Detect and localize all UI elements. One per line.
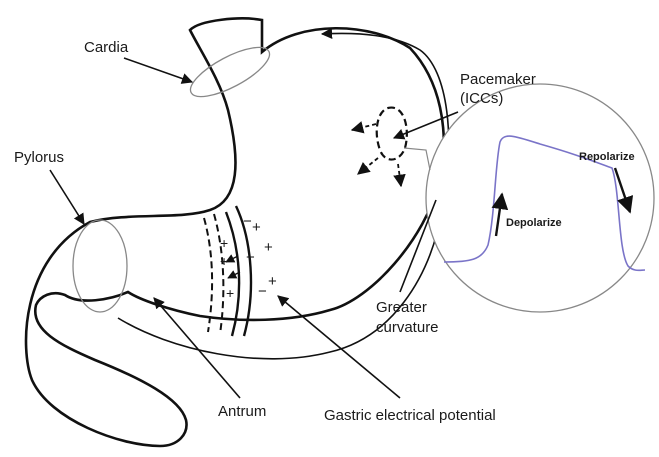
label-pylorus: Pylorus — [14, 149, 64, 166]
pacemaker-spread-arrow-left — [352, 124, 376, 130]
label-greater-curvature-2: curvature — [376, 319, 439, 336]
charge-plus-6: + — [226, 285, 234, 301]
charge-plus-3: + — [268, 273, 277, 290]
charge-minus-3: − — [258, 283, 267, 300]
pylorus-leader-arrow — [50, 170, 84, 224]
charge-plus-1: + — [252, 219, 261, 236]
potential-band-dashed-2 — [204, 218, 212, 332]
charge-plus-5: + — [220, 253, 228, 269]
antrum-leader-arrow — [154, 298, 240, 398]
cardia-leader-arrow — [124, 58, 192, 82]
label-pacemaker-1: Pacemaker — [460, 71, 536, 88]
charge-plus-2: + — [264, 239, 273, 256]
zoom-circle — [426, 84, 654, 312]
pacemaker-spread-arrow-downleft — [358, 158, 378, 174]
label-depolarize: Depolarize — [506, 217, 562, 229]
greater-curvature-leader — [400, 200, 436, 292]
potential-band-dashed-1 — [214, 214, 223, 334]
charge-minus-2: − — [246, 249, 255, 266]
label-pacemaker-2: (ICCs) — [460, 90, 503, 107]
label-cardia: Cardia — [84, 39, 129, 56]
zoom-connector — [404, 148, 430, 170]
label-gastric-potential: Gastric electrical potential — [324, 407, 496, 424]
pacemaker-spread-arrow-down — [398, 164, 401, 186]
label-antrum: Antrum — [218, 403, 266, 420]
label-repolarize: Repolarize — [579, 151, 635, 163]
charge-plus-4: + — [220, 235, 228, 251]
pacemaker-dashed-loop — [377, 108, 407, 160]
charge-minus-1: − — [243, 213, 252, 230]
label-greater-curvature-1: Greater — [376, 299, 427, 316]
pylorus-ellipse — [73, 220, 127, 312]
